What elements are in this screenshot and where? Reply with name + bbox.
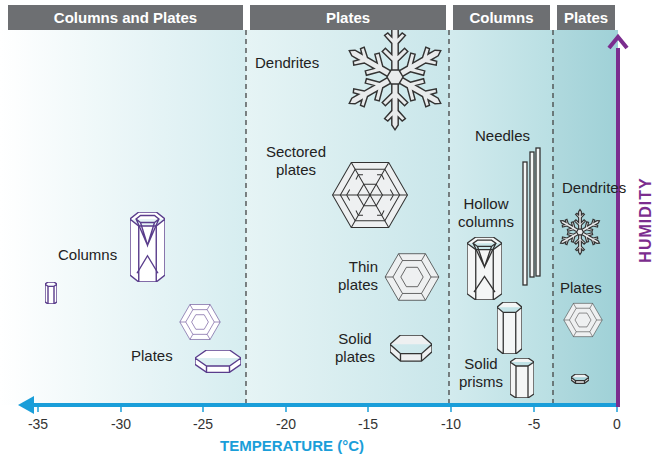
zone-dividers xyxy=(246,30,553,405)
tick-label: 0 xyxy=(597,415,637,433)
warm-plates xyxy=(564,303,602,383)
zone-title: Plates xyxy=(564,9,608,26)
tick-label: -35 xyxy=(18,415,58,433)
tick-label: -5 xyxy=(514,415,554,433)
zone-title: Plates xyxy=(326,9,370,26)
tick-label: -30 xyxy=(101,415,141,433)
crystal-label: Thin plates xyxy=(326,258,378,294)
cold-crystals xyxy=(45,212,241,372)
crystal-label: Dendrites xyxy=(562,179,626,197)
zone-header: Columns xyxy=(453,5,550,30)
columns-zone xyxy=(449,30,553,405)
zone-header: Columns and Plates xyxy=(8,5,243,30)
zone-header: Plates xyxy=(250,5,446,30)
crystal-label: Sectored plates xyxy=(258,143,334,179)
zone-header: Plates xyxy=(557,5,615,30)
plates-zone xyxy=(246,30,449,405)
axis-title: TEMPERATURE (°C) xyxy=(220,437,364,455)
tick-label: -25 xyxy=(183,415,223,433)
crystal-label: Columns xyxy=(58,246,117,264)
humidity-axis xyxy=(609,37,627,407)
dendrite-crystal xyxy=(343,24,447,130)
tick-label: -10 xyxy=(431,415,471,433)
cold-zone xyxy=(0,30,246,405)
zone-title: Columns and Plates xyxy=(54,9,197,26)
zone-title: Columns xyxy=(469,9,533,26)
crystal-label: Dendrites xyxy=(255,54,319,72)
small-dendrite xyxy=(558,210,602,255)
temperature-axis xyxy=(18,396,618,414)
crystal-label: Solid prisms xyxy=(453,355,509,391)
crystal-label: Plates xyxy=(560,279,602,297)
axis-title: HUMIDITY xyxy=(637,177,655,262)
crystal-label: Hollow columns xyxy=(454,195,518,231)
warm-zone xyxy=(553,30,618,405)
crystal-label: Needles xyxy=(475,127,530,145)
crystal-label: Plates xyxy=(131,347,173,365)
tick-label: -20 xyxy=(266,415,306,433)
crystal-label: Solid plates xyxy=(328,330,382,366)
tick-label: -15 xyxy=(348,415,388,433)
